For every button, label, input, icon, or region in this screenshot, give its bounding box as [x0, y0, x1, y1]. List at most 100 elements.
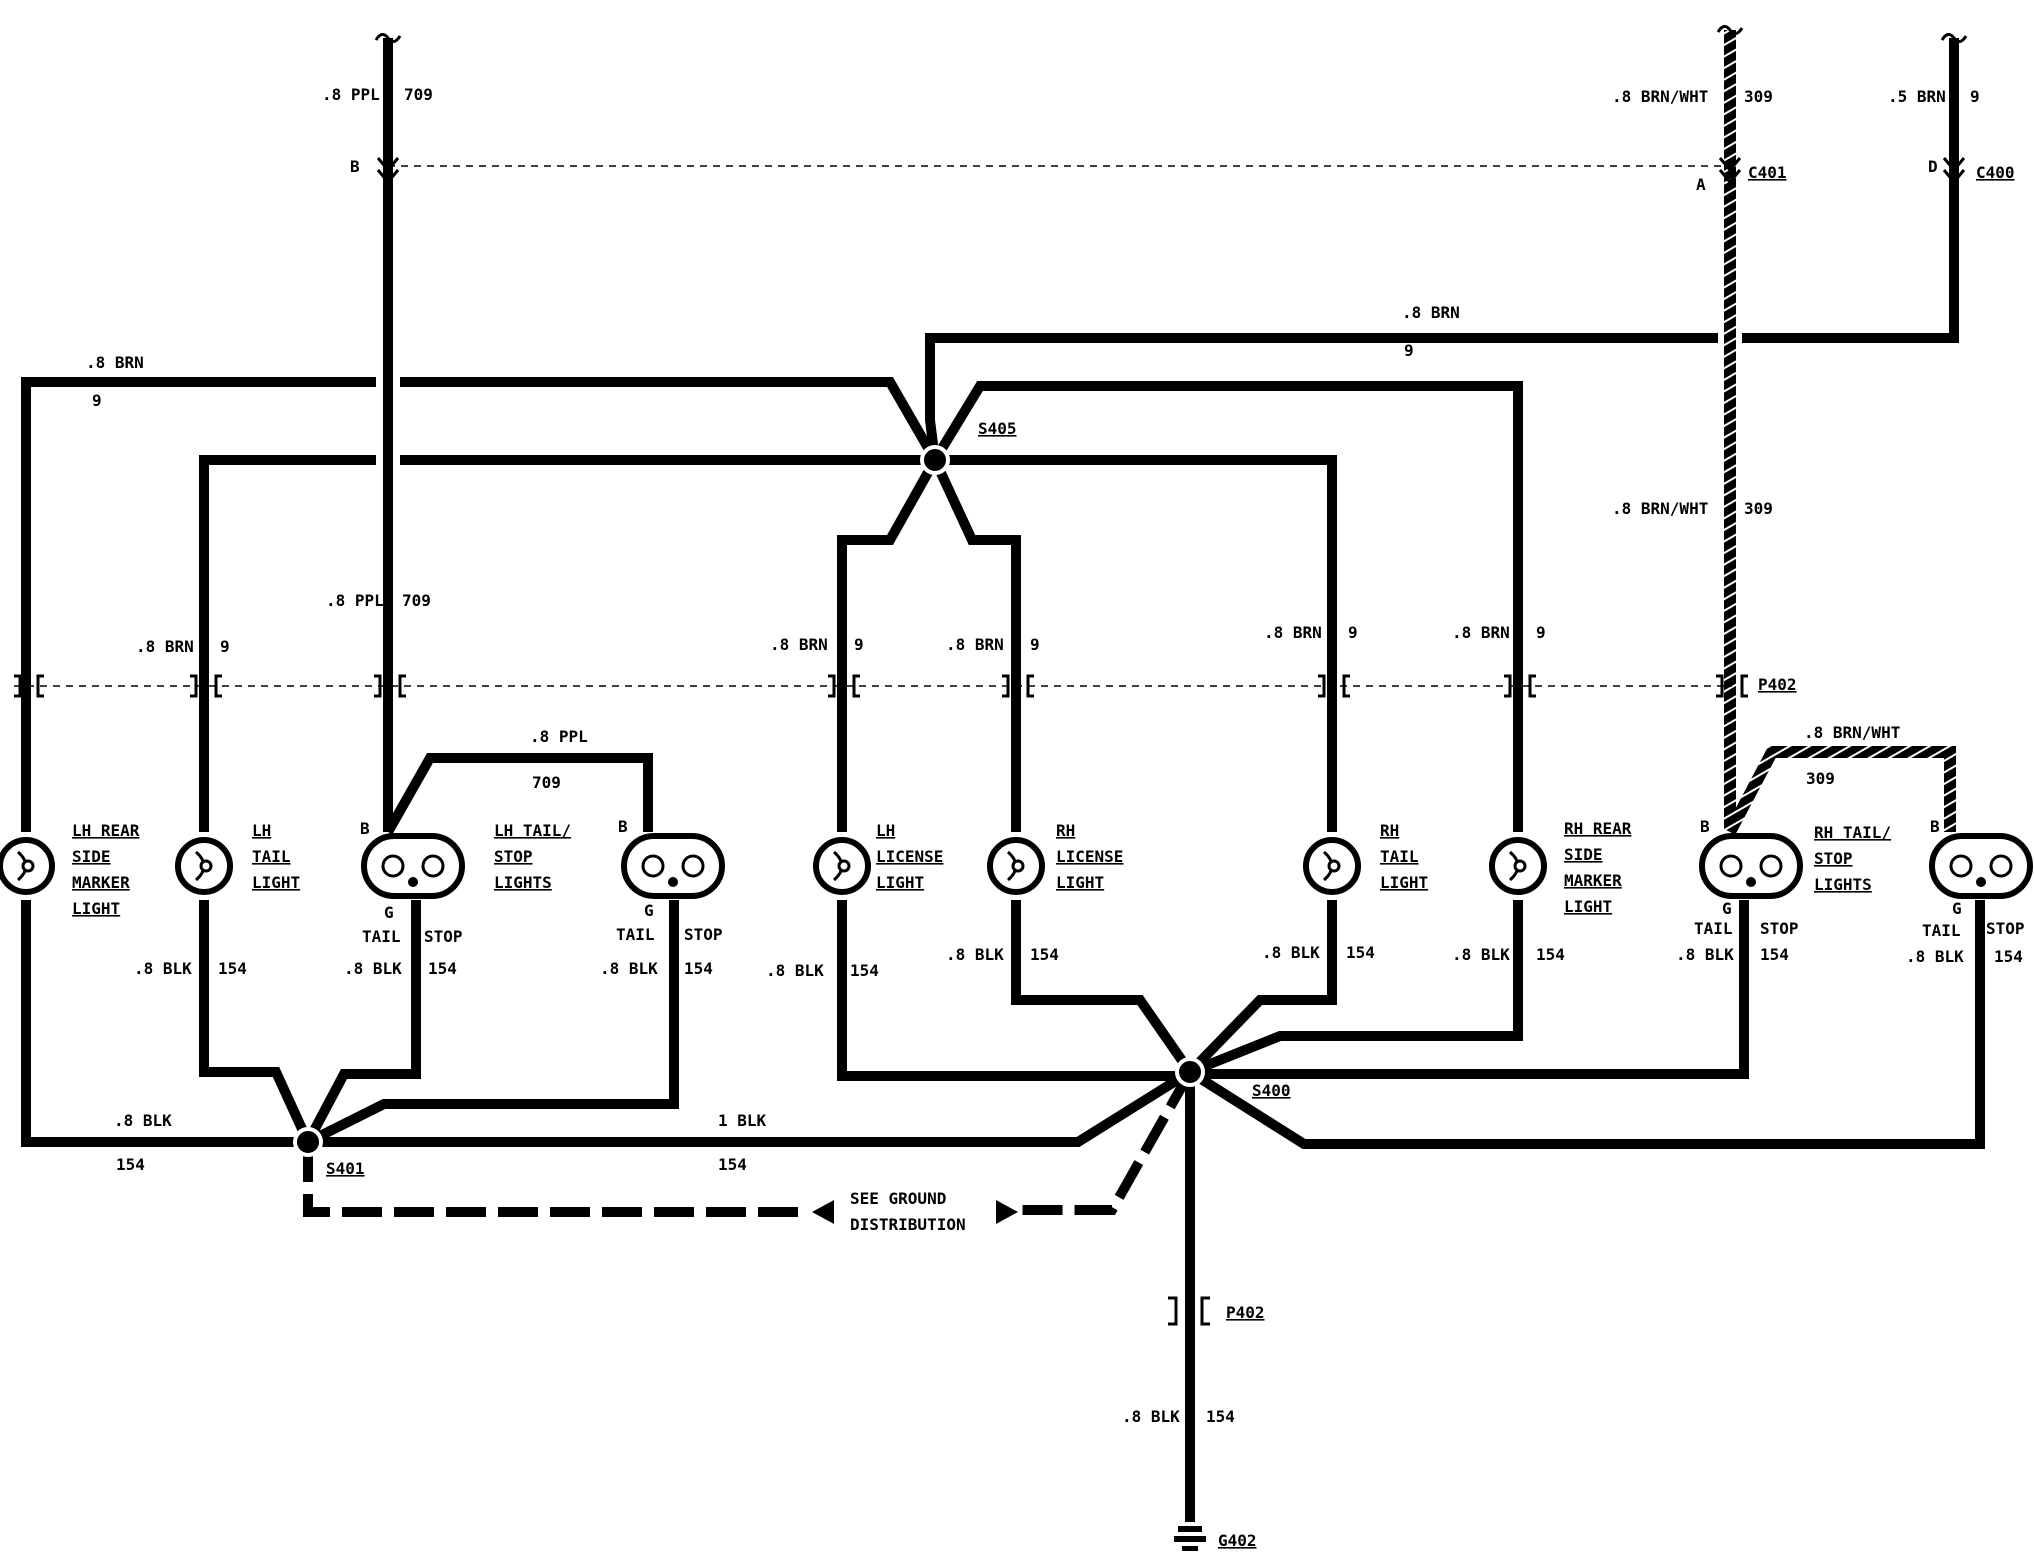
arrow-right-icon: [996, 1200, 1018, 1224]
bulb-lh-side-marker-icon: [0, 837, 55, 895]
splice-icons: [293, 445, 1205, 1157]
wire-brn-rh-side-marker: [930, 381, 1523, 832]
connector-dashes: [14, 165, 1732, 687]
wire-label: 1 BLK: [718, 1111, 767, 1130]
pin-label: B: [360, 819, 370, 838]
wire-blk-lh-tail: [199, 900, 313, 1145]
svg-text:RH REAR: RH REAR: [1564, 819, 1632, 838]
wire-blk-rh-side-marker: [1188, 900, 1523, 1077]
wire-label: .8 PPL: [326, 591, 384, 610]
component-label-rh-tail-stop: RH TAIL/ STOP LIGHTS: [1814, 823, 1891, 894]
circuit-label: 309: [1744, 87, 1773, 106]
bulb-rh-tail-icon: [1303, 837, 1361, 895]
wire-label: .8 BLK: [134, 959, 192, 978]
inline-connector-icons: [376, 157, 1966, 185]
svg-text:LH REAR: LH REAR: [72, 821, 140, 840]
component-label-lh-tail: LH TAIL LIGHT: [252, 821, 300, 892]
svg-text:STOP: STOP: [1814, 849, 1853, 868]
svg-text:SIDE: SIDE: [1564, 845, 1603, 864]
wire-blk-lh-tail-stop-1: [303, 900, 421, 1145]
svg-text:RH TAIL/: RH TAIL/: [1814, 823, 1891, 842]
dual-bulb-icons: [361, 833, 2033, 899]
circuit-label: 154: [1536, 945, 1565, 964]
component-label-lh-license: LH LICENSE LIGHT: [876, 821, 943, 892]
tail-label: TAIL: [362, 927, 401, 946]
circuit-label: 709: [532, 773, 561, 792]
ground-note: SEE GROUND: [850, 1189, 946, 1208]
ground-note: DISTRIBUTION: [850, 1215, 966, 1234]
stop-label: STOP: [1986, 919, 2025, 938]
svg-text:LICENSE: LICENSE: [876, 847, 943, 866]
pin-label: D: [1928, 157, 1938, 176]
s405-splice-dot: [920, 445, 950, 475]
wire-label: .8 BRN: [136, 637, 194, 656]
wire-label: .8 BLK: [1262, 943, 1320, 962]
ground-distribution-dashes: [303, 1069, 1195, 1217]
svg-text:TAIL: TAIL: [252, 847, 291, 866]
bulb-lh-license-icon: [813, 837, 871, 895]
connector-label-p402: P402: [1758, 675, 1797, 694]
svg-text:LIGHT: LIGHT: [876, 873, 924, 892]
bulb-lh-tail-stop-1-icon: [361, 833, 465, 899]
s401-splice-dot: [293, 1127, 323, 1157]
wire-label: .5 BRN: [1888, 87, 1946, 106]
circuit-label: 154: [1994, 947, 2023, 966]
wire-brn-lh-license: [837, 457, 940, 832]
svg-text:LIGHT: LIGHT: [1564, 897, 1612, 916]
svg-text:STOP: STOP: [494, 847, 533, 866]
circuit-label: 9: [1536, 623, 1546, 642]
svg-text:MARKER: MARKER: [72, 873, 130, 892]
component-label-rh-side-marker: RH REAR SIDE MARKER LIGHT: [1564, 819, 1632, 916]
splice-label-s400: S400: [1252, 1081, 1291, 1100]
svg-text:LICENSE: LICENSE: [1056, 847, 1123, 866]
circuit-label: 154: [718, 1155, 747, 1174]
svg-text:RH: RH: [1056, 821, 1075, 840]
component-label-rh-license: RH LICENSE LIGHT: [1056, 821, 1123, 892]
circuit-label: 709: [402, 591, 431, 610]
tail-label: TAIL: [1922, 921, 1961, 940]
svg-text:LH: LH: [252, 821, 271, 840]
circuit-label: 154: [1760, 945, 1789, 964]
wire-blk-lh-side-marker: [21, 900, 308, 1147]
connector-label-p402: P402: [1226, 1303, 1265, 1322]
s400-splice-dot: [1175, 1057, 1205, 1087]
circuit-label: 154: [1030, 945, 1059, 964]
svg-text:LIGHT: LIGHT: [1056, 873, 1104, 892]
circuit-label: 9: [1348, 623, 1358, 642]
pin-label: G: [1722, 899, 1732, 918]
wire-label: .8 BRN: [86, 353, 144, 372]
bulb-lh-tail-icon: [175, 837, 233, 895]
wire-label: .8 BLK: [344, 959, 402, 978]
pin-label: B: [618, 817, 628, 836]
wire-label: .8 BLK: [1122, 1407, 1180, 1426]
wire-label: .8 BLK: [766, 961, 824, 980]
bulb-icons: [0, 837, 1547, 895]
circuit-label: 154: [428, 959, 457, 978]
circuit-label: 9: [220, 637, 230, 656]
wire-blk-rh-tail: [1186, 900, 1337, 1076]
component-label-lh-tail-stop: LH TAIL/ STOP LIGHTS: [494, 821, 571, 892]
connector-label-c401: C401: [1748, 163, 1787, 182]
labels: .8 PPL 709 B .8 BRN/WHT 309 A C401 .5 BR…: [72, 85, 2025, 1550]
bulb-rh-license-icon: [987, 837, 1045, 895]
pin-label: G: [384, 903, 394, 922]
wire-brn-lh-side-marker: [21, 377, 940, 832]
svg-text:LIGHTS: LIGHTS: [494, 873, 552, 892]
svg-text:RH: RH: [1380, 821, 1399, 840]
circuit-label: 9: [854, 635, 864, 654]
connector-label-c400: C400: [1976, 163, 2015, 182]
svg-text:LIGHTS: LIGHTS: [1814, 875, 1872, 894]
wire-label: .8 BRN: [1452, 623, 1510, 642]
circuit-label: 154: [850, 961, 879, 980]
component-label-rh-tail: RH TAIL LIGHT: [1380, 821, 1428, 892]
circuit-label: 9: [92, 391, 102, 410]
p402-bracket-icons: [14, 674, 1748, 1326]
wire-label: .8 BLK: [1906, 947, 1964, 966]
pin-label: G: [1952, 899, 1962, 918]
circuit-label: 154: [1346, 943, 1375, 962]
wire-label: .8 PPL: [530, 727, 588, 746]
stop-label: STOP: [684, 925, 723, 944]
wire-brn-9-feed: [925, 38, 1959, 461]
pin-label: B: [350, 157, 360, 176]
